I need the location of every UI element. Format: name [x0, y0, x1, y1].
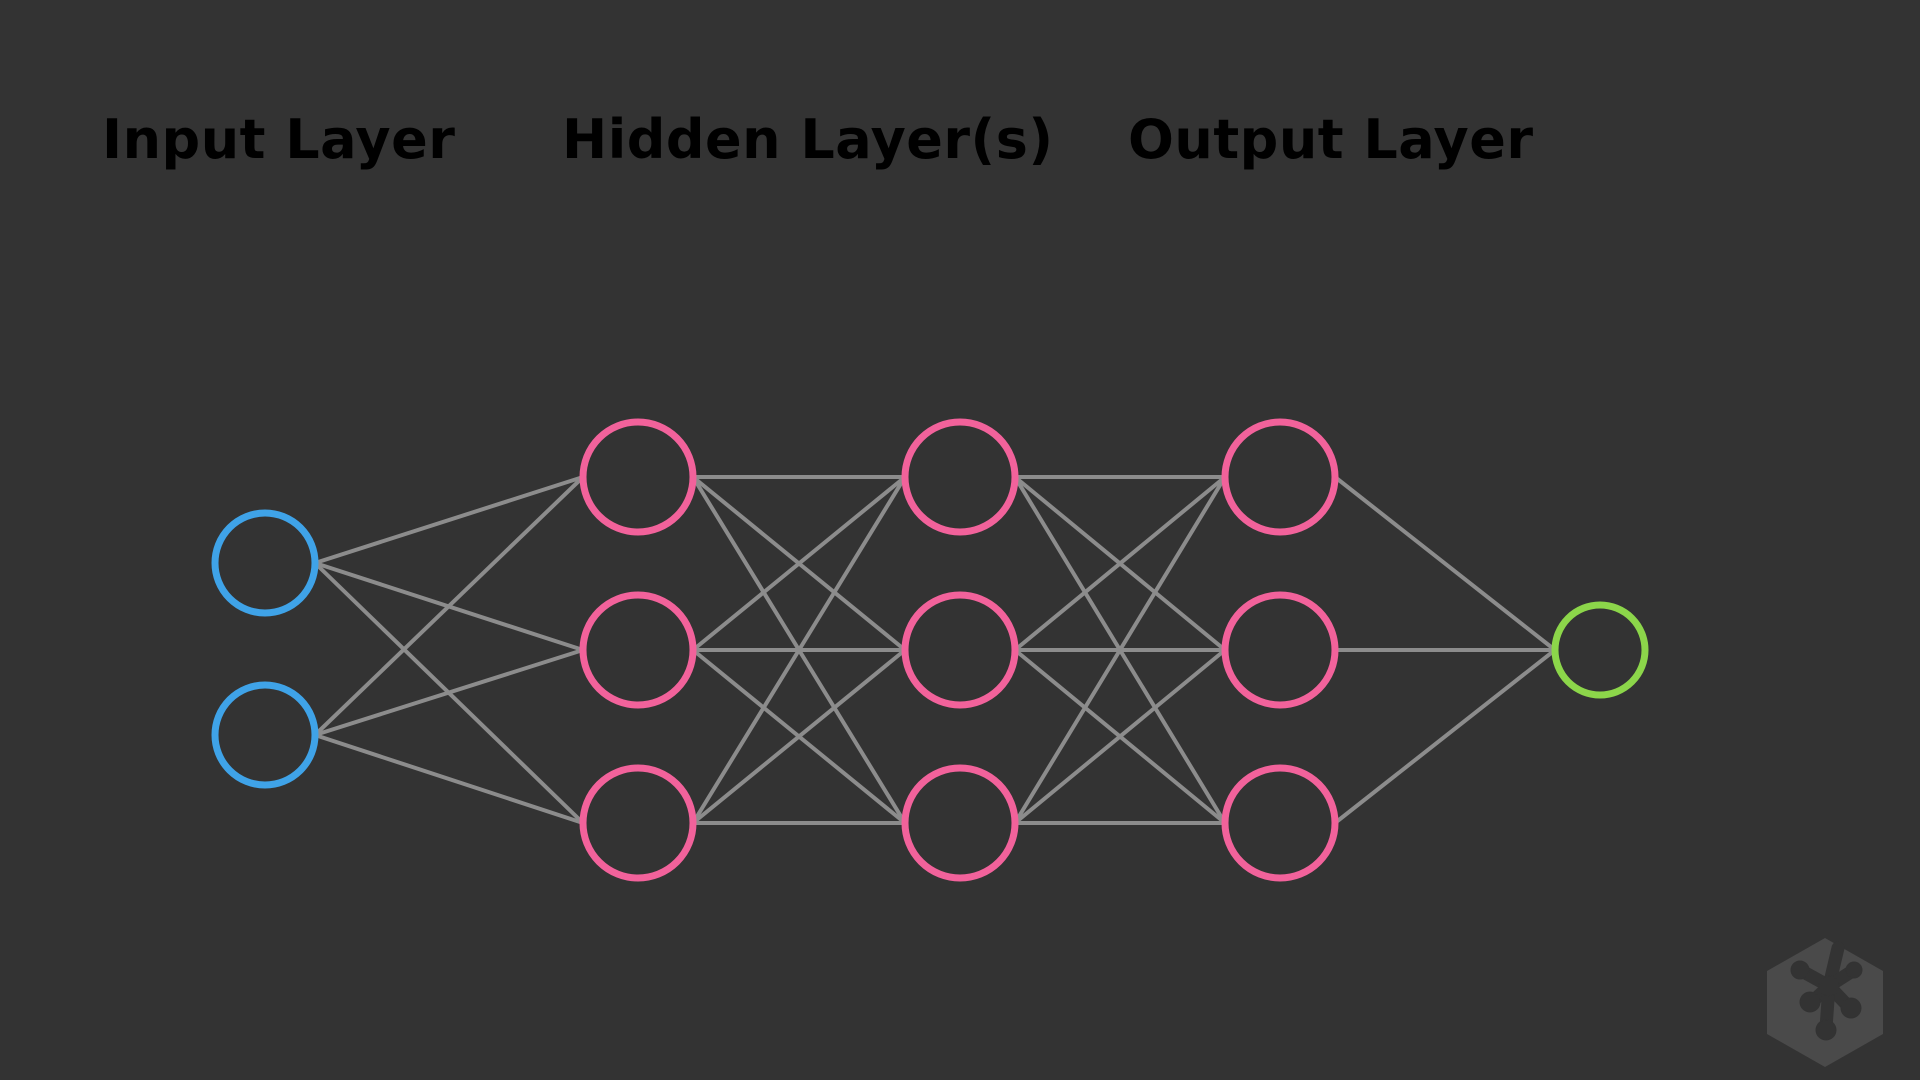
neuron-hidden-2-2 [901, 591, 1019, 709]
connection-edge [313, 648, 585, 737]
watermark-logo [1767, 938, 1883, 1067]
neuron-input-2 [211, 681, 319, 789]
connection-edge [313, 475, 585, 565]
connection-edge [1013, 648, 1227, 825]
neuron-output-1 [1551, 601, 1649, 699]
neuron-hidden-1-3 [579, 764, 697, 882]
neuron-hidden-3-2 [1221, 591, 1339, 709]
connection-edge [313, 475, 585, 737]
connection-edge [691, 475, 907, 652]
neuron-hidden-2-3 [901, 764, 1019, 882]
output-layer-label: Output Layer [1128, 108, 1534, 171]
connection-edge [1333, 475, 1557, 652]
hidden-layer-label: Hidden Layer(s) [562, 108, 1054, 171]
neuron-hidden-1-1 [579, 418, 697, 536]
connection-edge [691, 648, 907, 825]
connection-edges [313, 475, 1557, 825]
connection-edge [1333, 648, 1557, 825]
connection-edge [1013, 475, 1227, 652]
neuron-hidden-1-2 [579, 591, 697, 709]
neuron-input-1 [211, 509, 319, 617]
connection-edge [691, 475, 907, 825]
connection-edge [1013, 475, 1227, 825]
neuron-hidden-2-1 [901, 418, 1019, 536]
neuron-hidden-3-1 [1221, 418, 1339, 536]
neuron-nodes [211, 418, 1649, 882]
neuron-hidden-3-3 [1221, 764, 1339, 882]
connection-edge [313, 733, 585, 825]
input-layer-label: Input Layer [102, 108, 456, 171]
